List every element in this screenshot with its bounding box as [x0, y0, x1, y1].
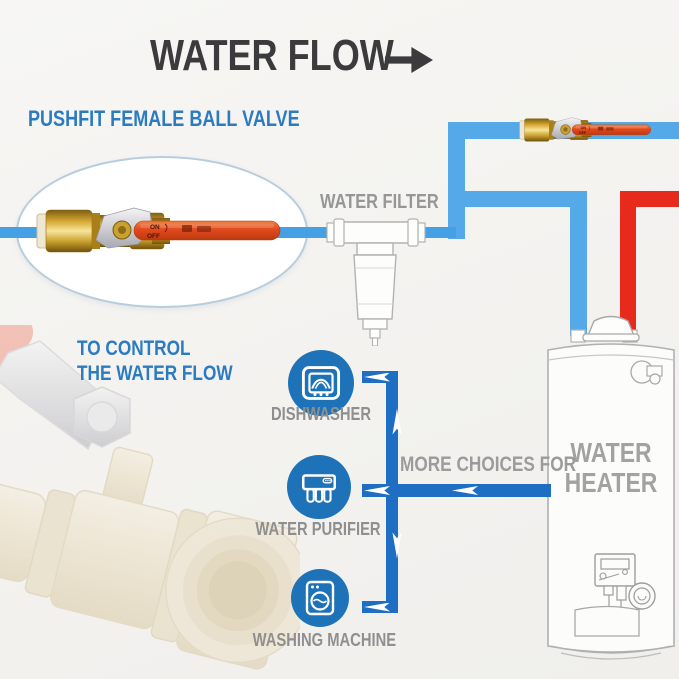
flow-arrow-dishwasher-icon	[364, 372, 390, 382]
valve-photo-red-grip	[0, 325, 34, 372]
dishwasher-icon	[288, 350, 354, 416]
control-caption-line2: THE WATER FLOW	[77, 362, 233, 386]
control-caption: TO CONTROL THE WATER FLOW	[77, 336, 267, 386]
water-filter-label: WATER FILTER	[320, 191, 439, 213]
water-heater-label-line2: HEATER	[564, 467, 658, 499]
heater-dome	[585, 315, 637, 339]
water-heater-drawing	[547, 315, 675, 660]
ball-valve-inset	[34, 196, 284, 266]
water-heater-label-line1: WATER	[570, 437, 652, 468]
water-purifier-icon	[287, 455, 351, 519]
washing-machine-glyph	[305, 580, 335, 616]
water-heater-label: WATER HEATER	[543, 437, 679, 499]
pipe-riser-vertical	[448, 122, 465, 239]
pipe-mid-horizontal	[448, 191, 587, 207]
pipe-hot-from-heater	[620, 191, 636, 336]
flow-arrow-washer-icon	[364, 602, 390, 612]
dishwasher-glyph	[301, 366, 341, 400]
flow-arrow-main-icon	[452, 486, 478, 495]
pipe-cold-to-heater	[570, 191, 587, 336]
dishwasher-label: DISHWASHER	[241, 404, 401, 425]
flow-arrow-purifier-icon	[364, 486, 390, 495]
valve-photo-body	[0, 446, 300, 670]
washing-machine-label-text: WASHING MACHINE	[252, 630, 397, 650]
water-purifier-label: WATER PURIFIER	[238, 519, 398, 540]
more-choices-label: MORE CHOICES FOR	[400, 453, 577, 476]
dishwasher-label-text: DISHWASHER	[270, 404, 372, 424]
faded-valve-photo	[0, 325, 300, 670]
washing-machine-icon	[291, 569, 349, 627]
control-caption-line1: TO CONTROL	[77, 337, 191, 360]
washing-machine-label: WASHING MACHINE	[238, 630, 400, 651]
pushfit-heading: PUSHFIT FEMALE BALL VALVE	[28, 106, 300, 131]
water-purifier-label-text: WATER PURIFIER	[255, 519, 381, 539]
heater-burner-panel	[574, 605, 640, 637]
ball-valve-on-pipe	[518, 111, 653, 149]
water-purifier-glyph	[301, 474, 337, 503]
water-filter-drawing	[326, 218, 426, 346]
page-title: WATER FLOW	[150, 31, 394, 80]
